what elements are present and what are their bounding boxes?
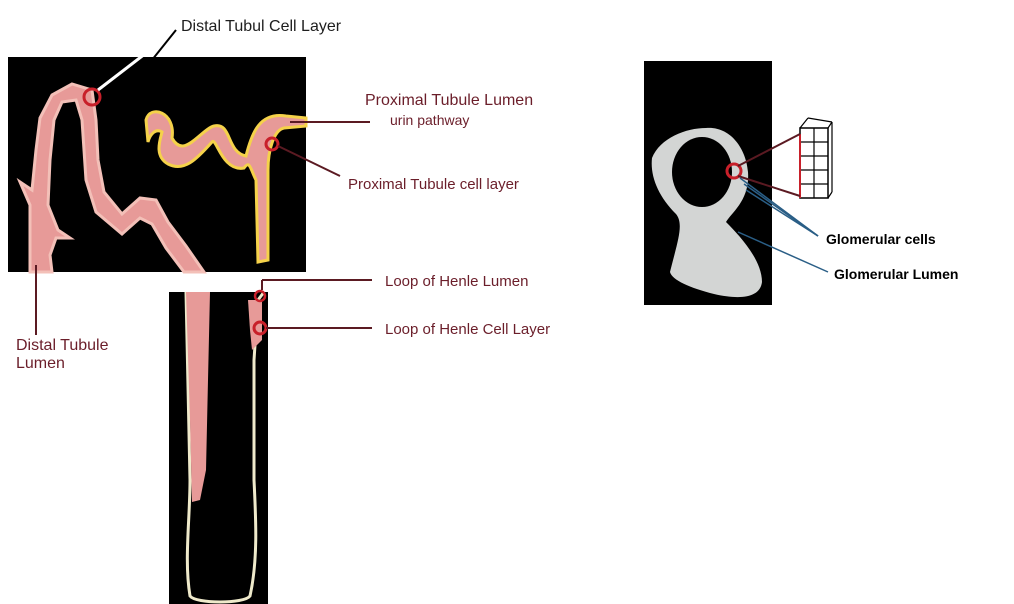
- label-henle-cell-layer: Loop of Henle Cell Layer: [385, 321, 550, 338]
- loop-panel: [169, 292, 268, 604]
- label-distal-cell-layer: Distal Tubul Cell Layer: [181, 18, 341, 36]
- glomerular-opening: [672, 137, 732, 207]
- tubules-panel: [8, 57, 306, 272]
- label-glomerular-cells: Glomerular cells: [826, 231, 936, 247]
- label-proximal-lumen: Proximal Tubule Lumen: [365, 92, 533, 110]
- label-urin-pathway: urin pathway: [390, 112, 469, 128]
- label-glomerular-lumen: Glomerular Lumen: [834, 266, 958, 282]
- label-henle-lumen: Loop of Henle Lumen: [385, 273, 528, 290]
- glomerulus-panel: [644, 61, 832, 305]
- glomerular-cells-zoom: [800, 118, 832, 198]
- label-distal-lumen: Distal Tubule Lumen: [16, 337, 151, 374]
- label-proximal-cell-layer: Proximal Tubule cell layer: [348, 176, 519, 193]
